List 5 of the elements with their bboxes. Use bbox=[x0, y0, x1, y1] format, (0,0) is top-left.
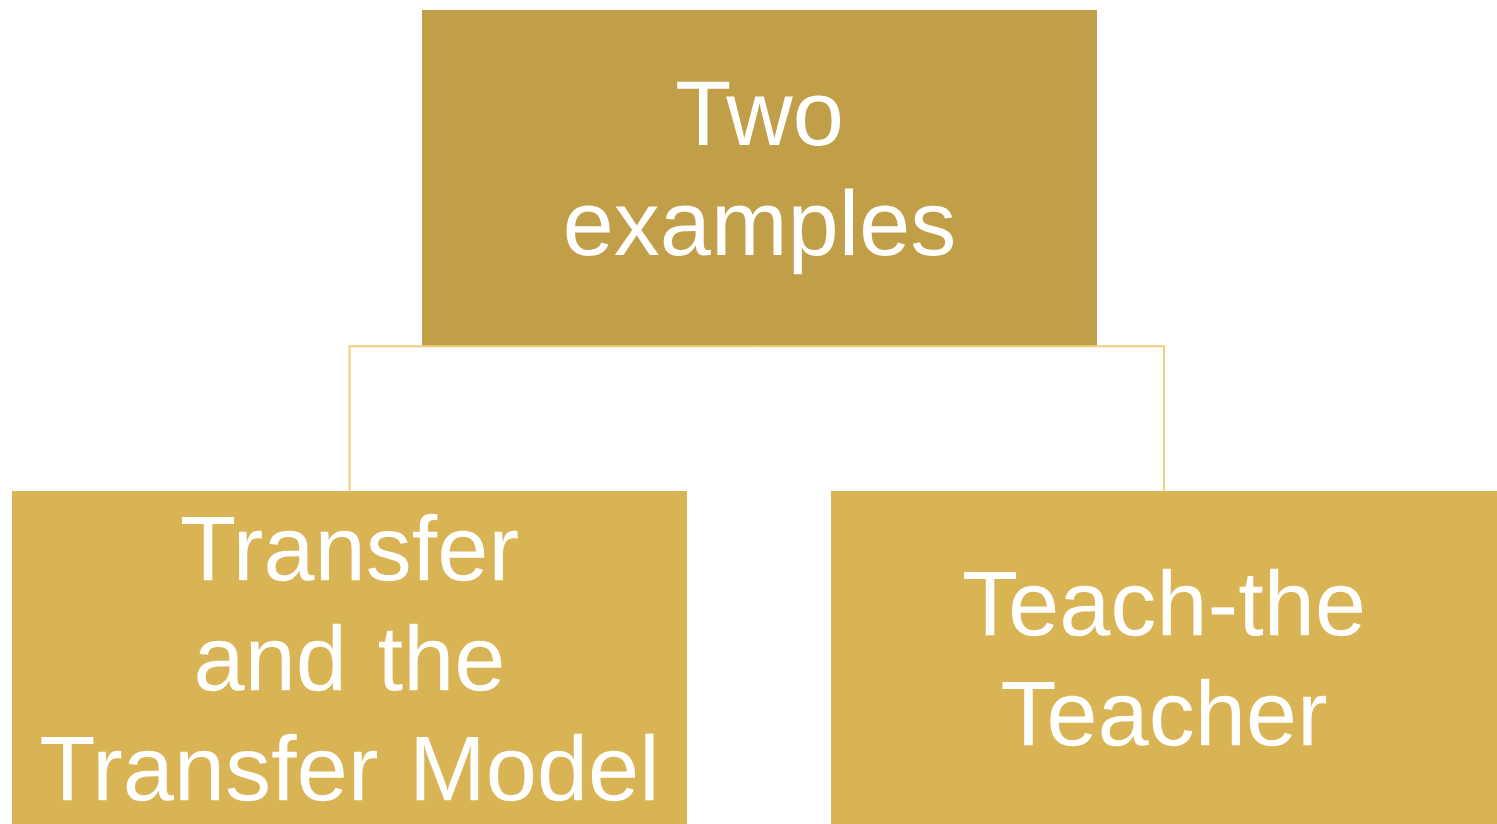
connector-line bbox=[758, 345, 1165, 492]
text-box: Transfer and the Transfer Model bbox=[12, 491, 687, 824]
text-box: Teach-the Teacher bbox=[831, 491, 1497, 824]
connector-line bbox=[348, 345, 761, 492]
text-box: Two examples bbox=[422, 10, 1097, 346]
